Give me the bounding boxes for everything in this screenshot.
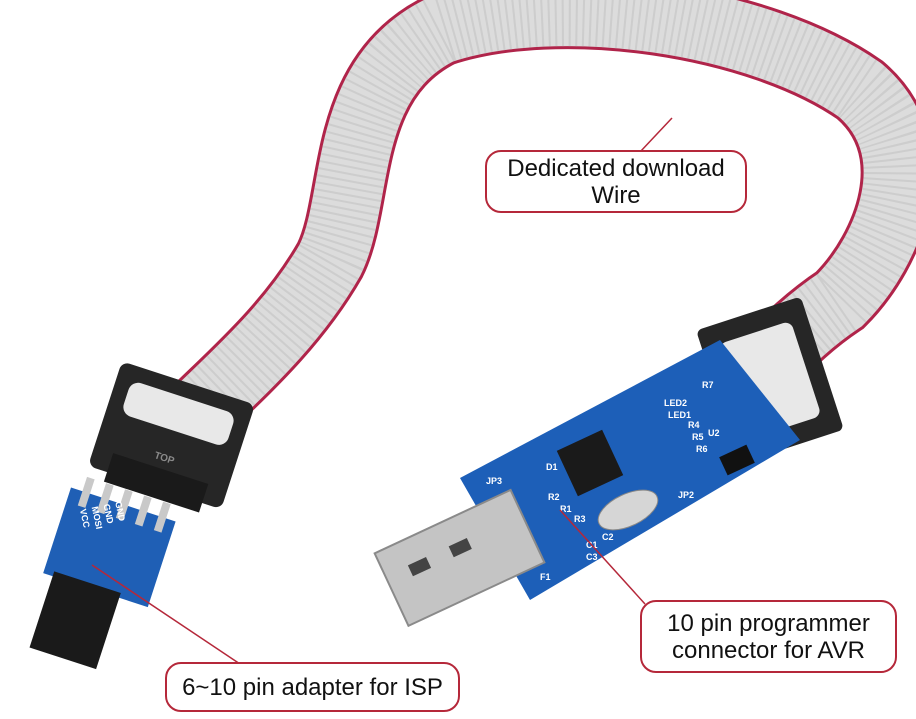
pcb-label-jp2: JP2 bbox=[678, 490, 694, 500]
six-pin-header bbox=[29, 571, 121, 670]
pcb-label-r1: R1 bbox=[560, 504, 572, 514]
pcb-label-led2: LED2 bbox=[664, 398, 687, 408]
pcb-label-c3: C3 bbox=[586, 552, 598, 562]
pcb-label-c2: C2 bbox=[602, 532, 614, 542]
pcb-label-r3: R3 bbox=[574, 514, 586, 524]
microcontroller-chip bbox=[556, 429, 624, 497]
pcb-label-f1: F1 bbox=[540, 572, 551, 582]
callout-wire-line1: Dedicated download bbox=[507, 154, 725, 182]
pcb-label-r7: R7 bbox=[702, 380, 714, 390]
pcb-label-d1: D1 bbox=[546, 462, 558, 472]
callout-pointers bbox=[91, 117, 673, 665]
callout-programmer-line1: 10 pin programmer bbox=[667, 609, 870, 637]
programmer-pcb: JP3 JP2 LED1 LED2 R1 R2 R3 R4 R5 R6 R7 C… bbox=[460, 340, 800, 600]
callout-adapter-line1: 6~10 pin adapter for ISP bbox=[182, 673, 443, 701]
isp-adapter-board: GND GND MOSI VCC bbox=[29, 476, 176, 670]
callout-isp-adapter: 6~10 pin adapter for ISP bbox=[165, 662, 460, 712]
pcb-label-r5: R5 bbox=[692, 432, 704, 442]
pcb-label-r2: R2 bbox=[548, 492, 560, 502]
callout-download-wire: Dedicated download Wire bbox=[485, 150, 747, 213]
pcb-label-r4: R4 bbox=[688, 420, 700, 430]
jumper bbox=[719, 444, 755, 476]
callout-programmer-connector: 10 pin programmer connector for AVR bbox=[640, 600, 897, 673]
adapter-label-vcc: VCC bbox=[78, 508, 92, 529]
pcb-label-r6: R6 bbox=[696, 444, 708, 454]
callout-programmer-line2: connector for AVR bbox=[672, 636, 865, 664]
ribbon-cable bbox=[163, 0, 916, 447]
usb-plug bbox=[373, 488, 546, 628]
pcb-label-u2: U2 bbox=[708, 428, 720, 438]
adapter-label-mosi: MOSI bbox=[90, 505, 105, 530]
pcb-label-jp3: JP3 bbox=[486, 476, 502, 486]
adapter-label-gnd: GND bbox=[113, 500, 127, 522]
left-idc-connector: TOP bbox=[90, 363, 254, 513]
callout-wire-line2: Wire bbox=[591, 181, 641, 209]
pcb-label-led1: LED1 bbox=[668, 410, 691, 420]
adapter-label-gnd: GND bbox=[101, 503, 115, 525]
crystal bbox=[597, 489, 659, 531]
